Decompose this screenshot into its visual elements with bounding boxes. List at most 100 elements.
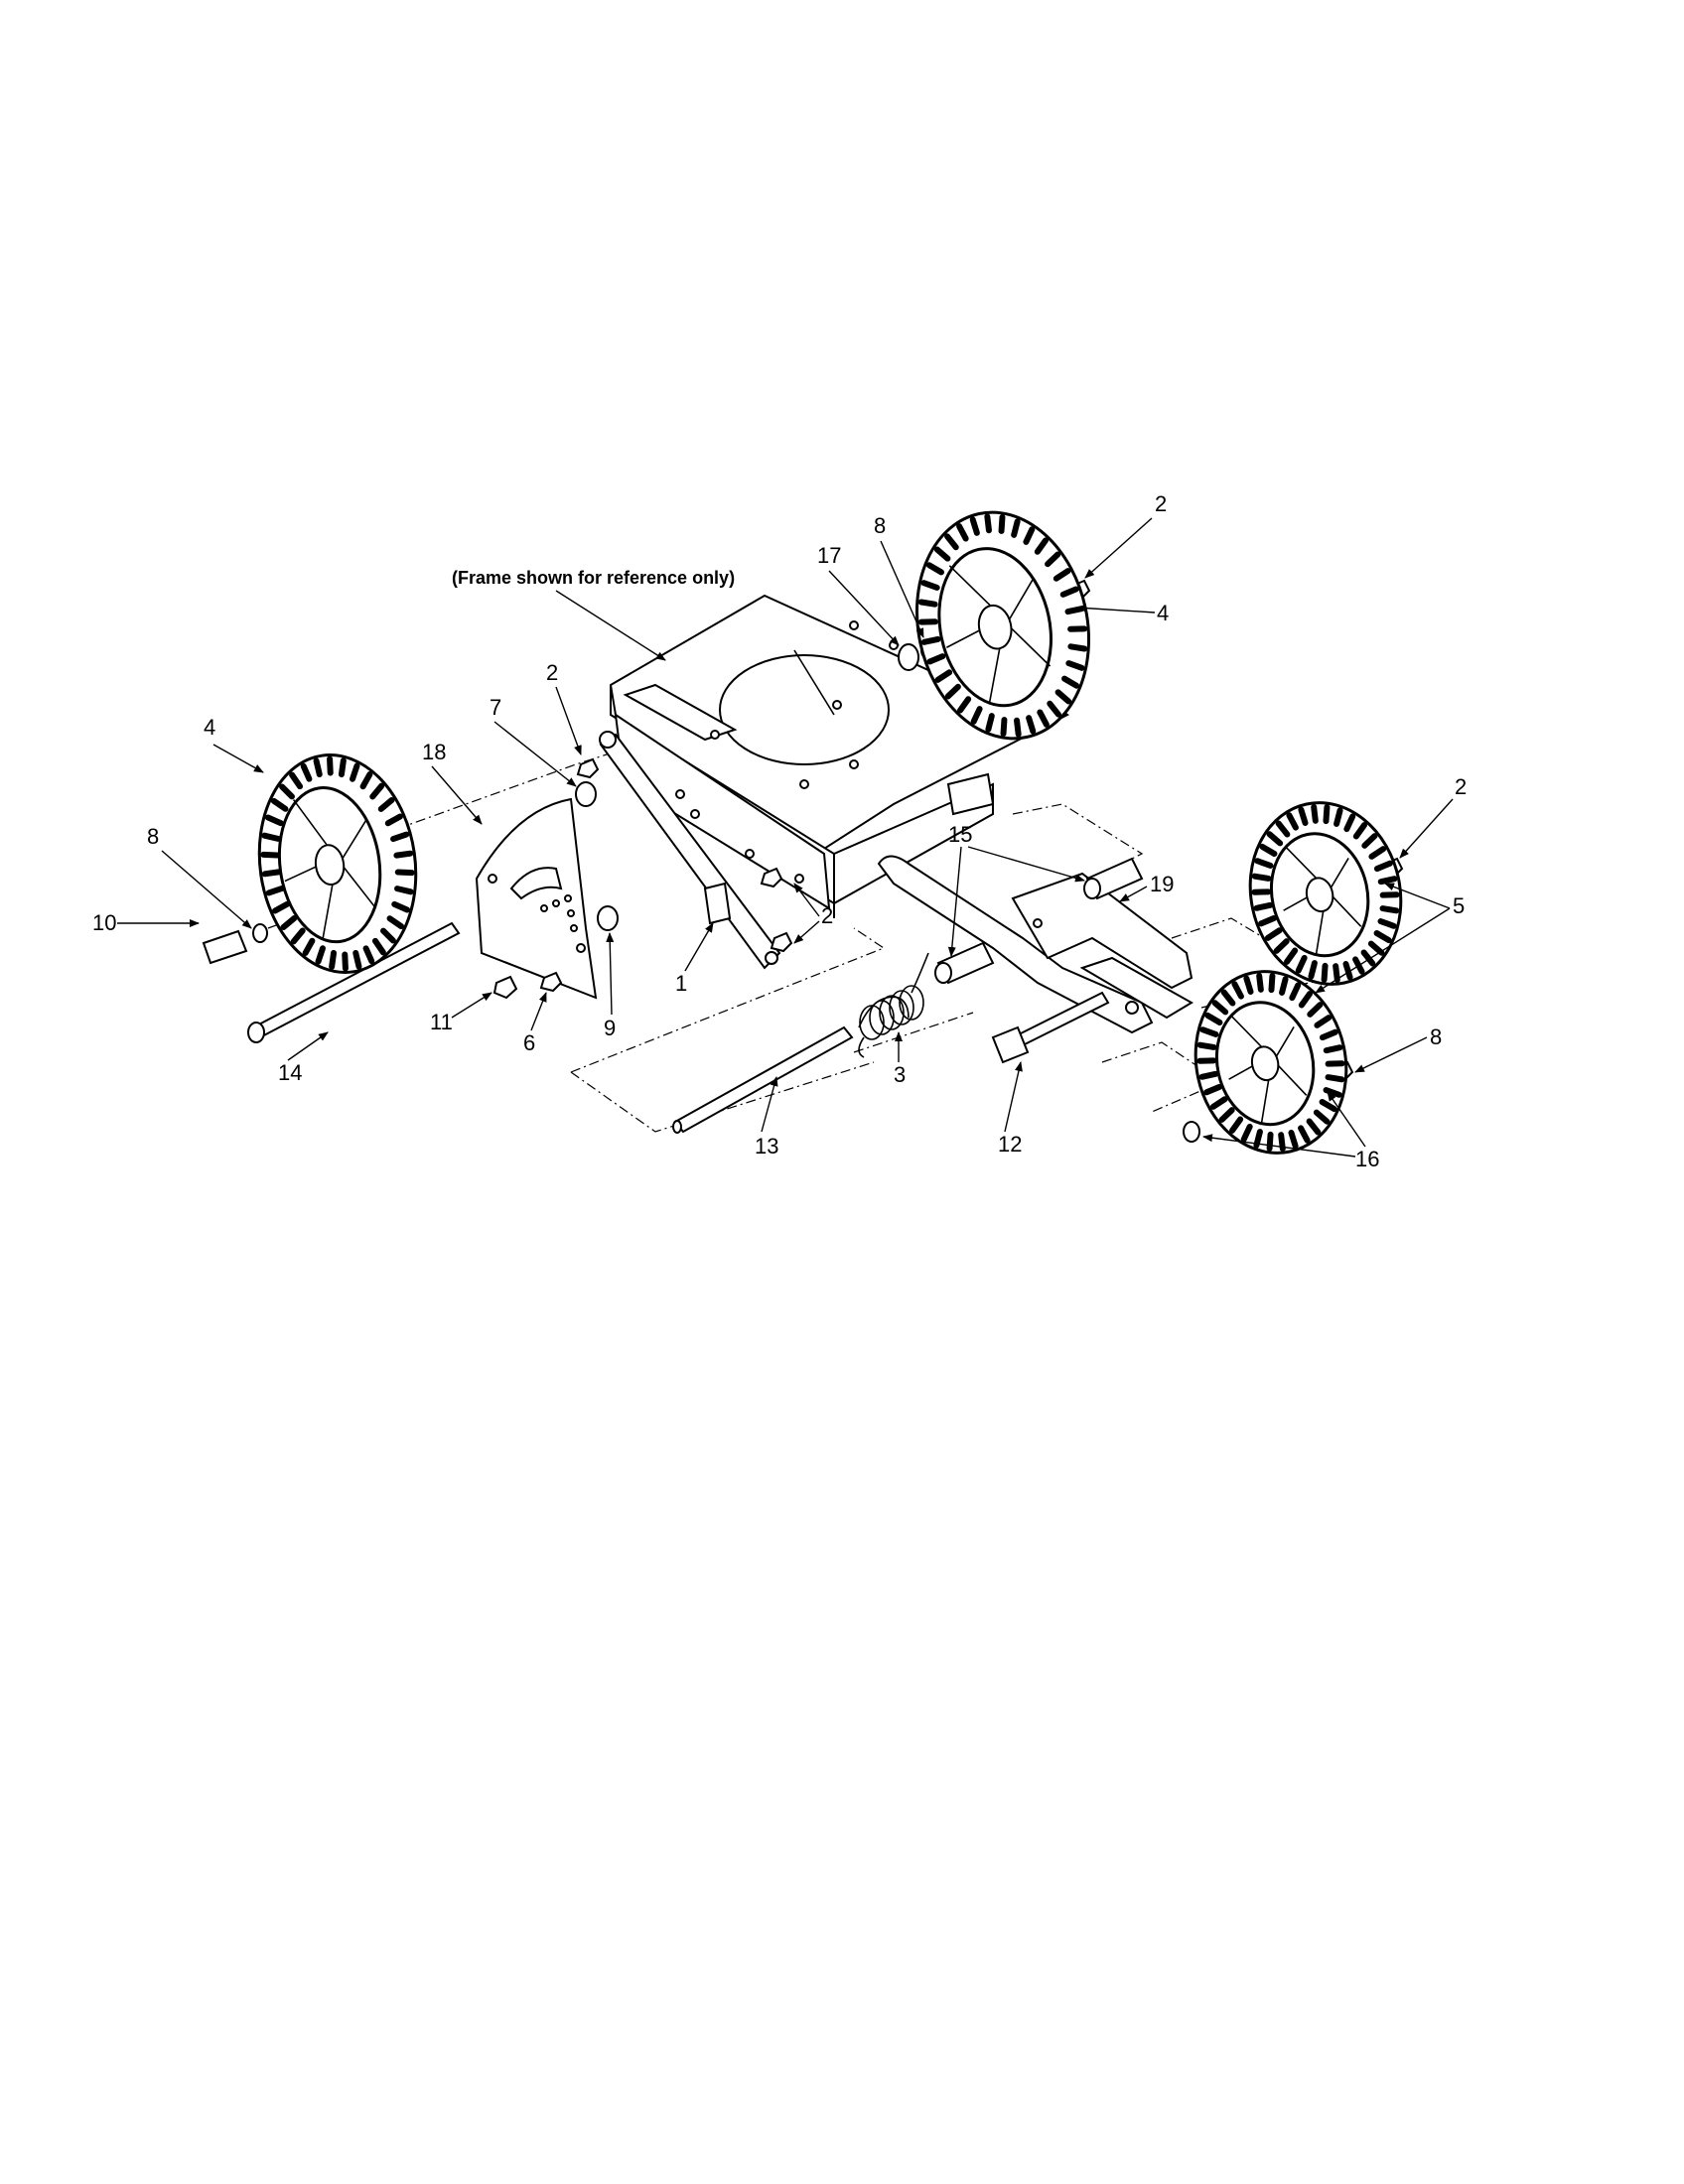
- callout-3: 3: [894, 1062, 906, 1087]
- tread-lug: [1211, 1000, 1229, 1016]
- tread-lug: [1220, 989, 1236, 1007]
- tread-lug: [933, 546, 951, 562]
- callout-4-right: 4: [1157, 601, 1169, 625]
- part-6-nut: [539, 971, 563, 993]
- tread-lug: [1023, 526, 1036, 545]
- callout-10: 10: [92, 910, 116, 935]
- tread-lug: [1288, 1129, 1299, 1150]
- part-19-axle-bracket: [877, 855, 1193, 1034]
- tread-lug: [261, 832, 281, 842]
- callout-7: 7: [490, 695, 501, 720]
- tread-lug: [1067, 625, 1088, 632]
- tread-lug: [1229, 1116, 1244, 1134]
- frame-reference: [610, 594, 1069, 918]
- tread-lug: [934, 669, 953, 683]
- tread-lug: [394, 869, 415, 877]
- tread-lug: [1203, 1083, 1223, 1096]
- callout-18: 18: [422, 740, 446, 764]
- tread-lug: [1298, 1125, 1311, 1144]
- part-16-bushing-lower: [1183, 1121, 1200, 1143]
- part-18-height-adjust-plate: [475, 797, 598, 1000]
- tread-lug: [1307, 1002, 1324, 1018]
- tread-lug: [380, 927, 396, 944]
- tread-lug: [300, 762, 313, 782]
- tread-lug: [1279, 976, 1289, 996]
- tread-lug: [1026, 715, 1037, 735]
- tread-lug: [352, 949, 362, 970]
- part-2-nut-lower: [770, 931, 793, 953]
- tread-lug: [386, 915, 405, 930]
- tread-lug: [1319, 1028, 1338, 1041]
- callout-labels: (Frame shown for reference only) 2 8 17 …: [92, 491, 1467, 1171]
- tread-lug: [329, 949, 338, 970]
- tread-lug: [1264, 927, 1283, 941]
- tread-lug: [1218, 1107, 1235, 1123]
- part-2-nut-center: [760, 867, 783, 888]
- callout-19: 19: [1150, 872, 1174, 896]
- tread-lug: [1045, 551, 1061, 568]
- tread-lug: [956, 523, 969, 542]
- tread-lug: [920, 635, 941, 645]
- callout-4-left: 4: [204, 715, 215, 740]
- tread-lug: [1204, 1012, 1223, 1025]
- tread-lug: [1254, 858, 1274, 869]
- tread-lug: [926, 653, 946, 665]
- tread-lug: [1325, 1074, 1345, 1083]
- tread-lug: [1268, 973, 1276, 994]
- callout-12: 12: [998, 1132, 1022, 1157]
- tread-lug: [1319, 1099, 1337, 1113]
- tread-lug: [270, 797, 289, 812]
- tread-lug: [350, 762, 360, 782]
- tread-lug: [1377, 876, 1398, 886]
- tread-lug: [956, 696, 972, 714]
- tire-tread: [1196, 972, 1345, 1153]
- part-2-nut-left: [576, 757, 600, 779]
- tread-lug: [1251, 873, 1272, 882]
- tread-lug: [1373, 930, 1392, 944]
- tread-lug: [302, 937, 316, 956]
- tread-lug: [1052, 568, 1071, 582]
- tread-lug: [925, 562, 944, 576]
- tread-lug: [1286, 812, 1299, 831]
- tread-lug: [1037, 709, 1050, 728]
- wheel-left: [257, 753, 418, 974]
- part-14-axle-rod: [247, 921, 461, 1043]
- tread-lug: [1059, 586, 1079, 598]
- tread-lug: [1266, 831, 1284, 847]
- tread-lug: [1284, 947, 1299, 965]
- wheel-right-lower: [1193, 970, 1348, 1155]
- callout-13: 13: [755, 1134, 778, 1159]
- tread-lug: [920, 580, 940, 591]
- callout-2-top: 2: [1155, 491, 1167, 516]
- tire-tread: [917, 513, 1088, 738]
- tire-tread: [1251, 803, 1400, 984]
- tread-lug: [1295, 954, 1308, 974]
- part-15-spacers: [934, 857, 1144, 985]
- tread-lug: [1259, 843, 1278, 857]
- tread-lug: [1373, 860, 1393, 873]
- tread-lug: [1061, 675, 1080, 689]
- tread-lug: [1251, 888, 1272, 895]
- tread-lug: [1352, 822, 1367, 840]
- tread-lug: [1231, 981, 1244, 1000]
- tread-lug: [1333, 807, 1343, 827]
- tread-lug: [1240, 1123, 1253, 1143]
- tread-lug: [1343, 813, 1356, 833]
- tread-lug: [327, 755, 334, 776]
- callout-14: 14: [278, 1060, 302, 1085]
- tread-lug: [1323, 804, 1331, 825]
- tread-lug: [1368, 846, 1387, 860]
- tread-lug: [984, 513, 992, 534]
- tread-lug: [1289, 982, 1302, 1002]
- part-13-axle-rod: [672, 1025, 854, 1134]
- tread-lug: [362, 945, 375, 965]
- tread-lug: [917, 618, 938, 625]
- tread-lug: [1377, 918, 1397, 929]
- tread-lug: [1199, 1026, 1219, 1037]
- tread-lug: [1011, 518, 1021, 538]
- frame-reference-note: (Frame shown for reference only): [452, 568, 735, 588]
- tread-lug: [985, 713, 995, 733]
- tread-lug: [1196, 1041, 1217, 1050]
- tread-lug: [1256, 972, 1264, 993]
- tread-lug: [1198, 1070, 1219, 1080]
